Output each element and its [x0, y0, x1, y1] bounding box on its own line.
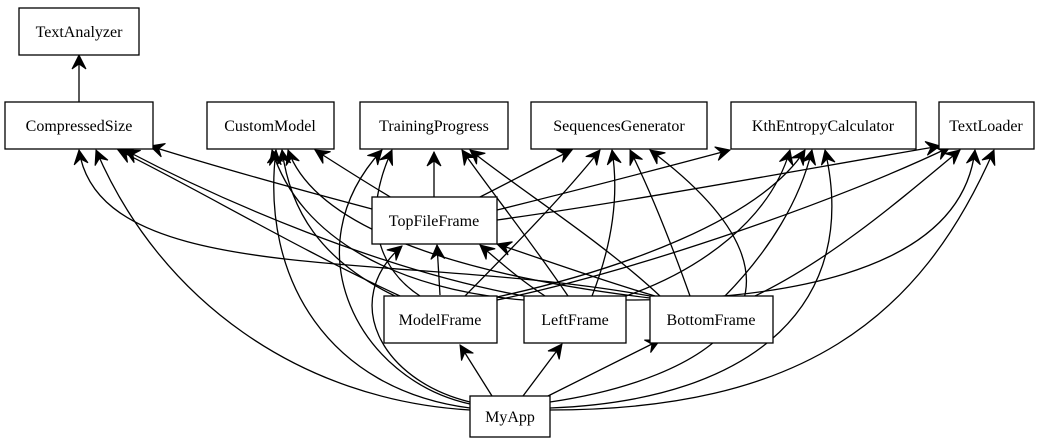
node-myapp: MyApp [469, 395, 551, 438]
node-label: SequencesGenerator [553, 118, 685, 135]
edges-layer [79, 55, 994, 411]
edge-myapp-trainingprogress [338, 150, 471, 405]
node-trainingprogress: TrainingProgress [359, 101, 509, 150]
edge-leftframe-topfileframe [480, 245, 546, 297]
node-label: MyApp [485, 409, 535, 426]
edge-bottomframe-textloader [754, 150, 960, 297]
edge-bottomframe-topfileframe [497, 244, 656, 297]
edge-topfileframe-sequencesgenerator [477, 150, 572, 199]
edge-topfileframe-textloader [496, 146, 940, 221]
node-label: KthEntropyCalculator [752, 118, 895, 135]
edge-topfileframe-compressedsize [150, 146, 373, 210]
node-leftframe: LeftFrame [523, 295, 627, 344]
edge-bottomframe-kthentropycalculator [724, 150, 812, 297]
edge-myapp-textloader [549, 150, 994, 411]
node-label: ModelFrame [399, 312, 482, 329]
node-label: TrainingProgress [379, 118, 489, 135]
node-topfileframe: TopFileFrame [371, 196, 498, 245]
edge-modelframe-topfileframe [437, 245, 440, 296]
node-kthentropycalculator: KthEntropyCalculator [730, 101, 917, 150]
edge-bottomframe-custommodel [288, 150, 651, 299]
edge-bottomframe-sequencesgenerator [629, 150, 691, 297]
edge-myapp-compressedsize [96, 150, 471, 411]
edge-modelframe-kthentropycalculator [496, 150, 805, 298]
edge-myapp-kthentropycalculator [549, 150, 832, 409]
edge-bottomframe-trainingprogress [470, 150, 661, 297]
edge-topfileframe-custommodel [315, 150, 393, 199]
node-compressedsize: CompressedSize [4, 101, 154, 150]
node-custommodel: CustomModel [206, 101, 335, 150]
edge-myapp-leftframe [522, 344, 562, 397]
edge-leftframe-compressedsize [125, 149, 525, 297]
nodes-layer: TextAnalyzer CompressedSize CustomModel … [4, 7, 1035, 438]
node-label: CustomModel [224, 118, 316, 135]
node-label: LeftFrame [541, 312, 609, 329]
edge-myapp-topfileframe [371, 246, 471, 403]
node-label: TextAnalyzer [36, 24, 124, 41]
edge-leftframe-custommodel [272, 150, 525, 301]
edge-leftframe-trainingprogress [462, 150, 569, 297]
edge-modelframe-custommodel [282, 150, 396, 297]
edge-modelframe-textloader [496, 147, 950, 301]
edge-myapp-modelframe [460, 345, 493, 397]
edge-myapp-bottomframe [547, 339, 660, 397]
edge-leftframe-kthentropycalculator [625, 150, 790, 297]
node-label: BottomFrame [667, 312, 756, 329]
node-textloader: TextLoader [938, 101, 1035, 150]
edge-topfileframe-kthentropycalculator [496, 150, 730, 211]
node-modelframe: ModelFrame [383, 295, 498, 344]
node-label: CompressedSize [26, 118, 133, 135]
edge-leftframe-sequencesgenerator [591, 150, 615, 297]
edge-myapp-custommodel [274, 150, 471, 409]
node-label: TextLoader [949, 118, 1023, 135]
node-textanalyzer: TextAnalyzer [18, 7, 140, 56]
edge-modelframe-sequencesgenerator [464, 150, 600, 297]
node-label: TopFileFrame [389, 213, 479, 230]
node-bottomframe: BottomFrame [649, 295, 774, 344]
node-sequencesgenerator: SequencesGenerator [530, 101, 708, 150]
